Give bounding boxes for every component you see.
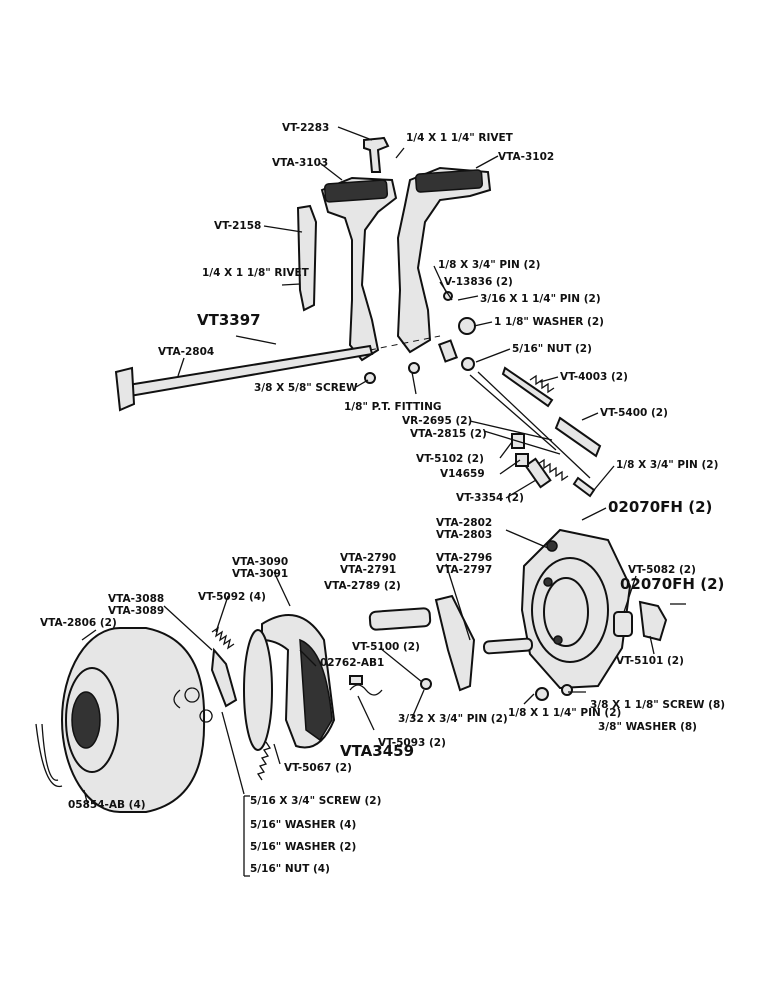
label-vta-2804: VTA-2804 xyxy=(158,346,214,358)
pedal-vta-3102 xyxy=(396,166,492,354)
shaft-vta-2804 xyxy=(114,335,441,412)
linkage-rods xyxy=(469,366,602,498)
label-05854-ab: 05854-AB (4) xyxy=(68,799,146,811)
label-02070fh-right: 02070FH (2) xyxy=(620,575,724,593)
backing-plate-vta-2802 xyxy=(520,528,632,690)
label-washer-5-16-b: 5/16" WASHER (2) xyxy=(250,841,356,853)
label-vr-2695: VR-2695 (2) xyxy=(402,415,472,427)
label-v14659: V14659 xyxy=(440,468,485,480)
label-vta-2803: VTA-2803 xyxy=(436,529,492,541)
label-pin-1-8x3-4-b: 1/8 X 3/4" PIN (2) xyxy=(616,459,718,471)
label-02762-ab1: 02762-AB1 xyxy=(320,657,384,669)
pedal-vta-3103 xyxy=(320,176,398,362)
label-vta-2796: VTA-2796 xyxy=(436,552,492,564)
label-vta3459: VTA3459 xyxy=(340,742,414,760)
label-pin-3-32x3-4: 3/32 X 3/4" PIN (2) xyxy=(398,713,508,725)
label-v-13836: V-13836 (2) xyxy=(444,276,513,288)
label-vt-5101: VT-5101 (2) xyxy=(616,655,684,667)
label-screw-3-8x1-1-8: 3/8 X 1 1/8" SCREW (8) xyxy=(590,699,725,711)
label-nut-5-16: 5/16" NUT (2) xyxy=(512,343,592,355)
label-washer-3-8: 3/8" WASHER (8) xyxy=(598,721,697,733)
label-vt-5067: VT-5067 (2) xyxy=(284,762,352,774)
label-pin-3-16: 3/16 X 1 1/4" PIN (2) xyxy=(480,293,601,305)
label-vt-2158: VT-2158 xyxy=(214,220,261,232)
label-vta-3090: VTA-3090 xyxy=(232,556,288,568)
label-vta-3103: VTA-3103 xyxy=(272,157,328,169)
label-vt-5082: VT-5082 (2) xyxy=(628,564,696,576)
label-vta-3091: VTA-3091 xyxy=(232,568,288,580)
label-vt-5100: VT-5100 (2) xyxy=(352,641,420,653)
leader-lines xyxy=(81,126,655,877)
label-vt-4003: VT-4003 (2) xyxy=(560,371,628,383)
label-vta-2791: VTA-2791 xyxy=(340,564,396,576)
label-pin-1-8x3-4: 1/8 X 3/4" PIN (2) xyxy=(438,259,540,271)
levers-and-pins xyxy=(35,594,686,788)
label-vt-5102: VT-5102 (2) xyxy=(416,453,484,465)
brake-drum-vta-2806 xyxy=(61,627,206,813)
brake-shoe-vta3459 xyxy=(243,614,336,751)
label-rivet-1-4x1-1-4: 1/4 X 1 1/4" RIVET xyxy=(406,132,514,144)
springs xyxy=(211,374,569,781)
label-vt-5400: VT-5400 (2) xyxy=(600,407,668,419)
label-nut-5-16-b: 5/16" NUT (4) xyxy=(250,863,330,875)
label-vta-2789: VTA-2789 (2) xyxy=(324,580,401,592)
label-vta-3088: VTA-3088 xyxy=(108,593,164,605)
label-vt-2283: VT-2283 xyxy=(282,122,329,134)
label-washer-1-1-8: 1 1/8" WASHER (2) xyxy=(494,316,604,328)
part-vt-2283 xyxy=(363,136,390,173)
label-vta-2790: VTA-2790 xyxy=(340,552,396,564)
label-vt-5092: VT-5092 (4) xyxy=(198,591,266,603)
label-vta-2802: VTA-2802 xyxy=(436,517,492,529)
label-rivet-1-4x1-1-8: 1/4 X 1 1/8" RIVET xyxy=(202,267,310,279)
label-vta-3089: VTA-3089 xyxy=(108,605,164,617)
label-pt-fitting: 1/8" P.T. FITTING xyxy=(344,401,442,413)
label-vt3397: VT3397 xyxy=(197,311,261,329)
label-vt-3354: VT-3354 (2) xyxy=(456,492,524,504)
label-vt-5093: VT-5093 (2) xyxy=(378,737,446,749)
label-02070fh-top: 02070FH (2) xyxy=(608,498,712,516)
label-vta-2797: VTA-2797 xyxy=(436,564,492,576)
label-washer-5-16-a: 5/16" WASHER (4) xyxy=(250,819,356,831)
label-screw-5-16x3-4: 5/16 X 3/4" SCREW (2) xyxy=(250,795,381,807)
label-vta-2815: VTA-2815 (2) xyxy=(410,428,487,440)
pedal-arm-vt-2158 xyxy=(296,204,318,312)
label-pin-1-8x1-1-4: 1/8 X 1 1/4" PIN (2) xyxy=(508,707,621,719)
label-vta-2806: VTA-2806 (2) xyxy=(40,617,117,629)
label-vta-3102: VTA-3102 xyxy=(498,151,554,163)
callout-labels: VT-2283 1/4 X 1 1/4" RIVET VTA-3103 VTA-… xyxy=(40,122,725,875)
label-screw-3-8x5-8: 3/8 X 5/8" SCREW xyxy=(254,382,358,394)
